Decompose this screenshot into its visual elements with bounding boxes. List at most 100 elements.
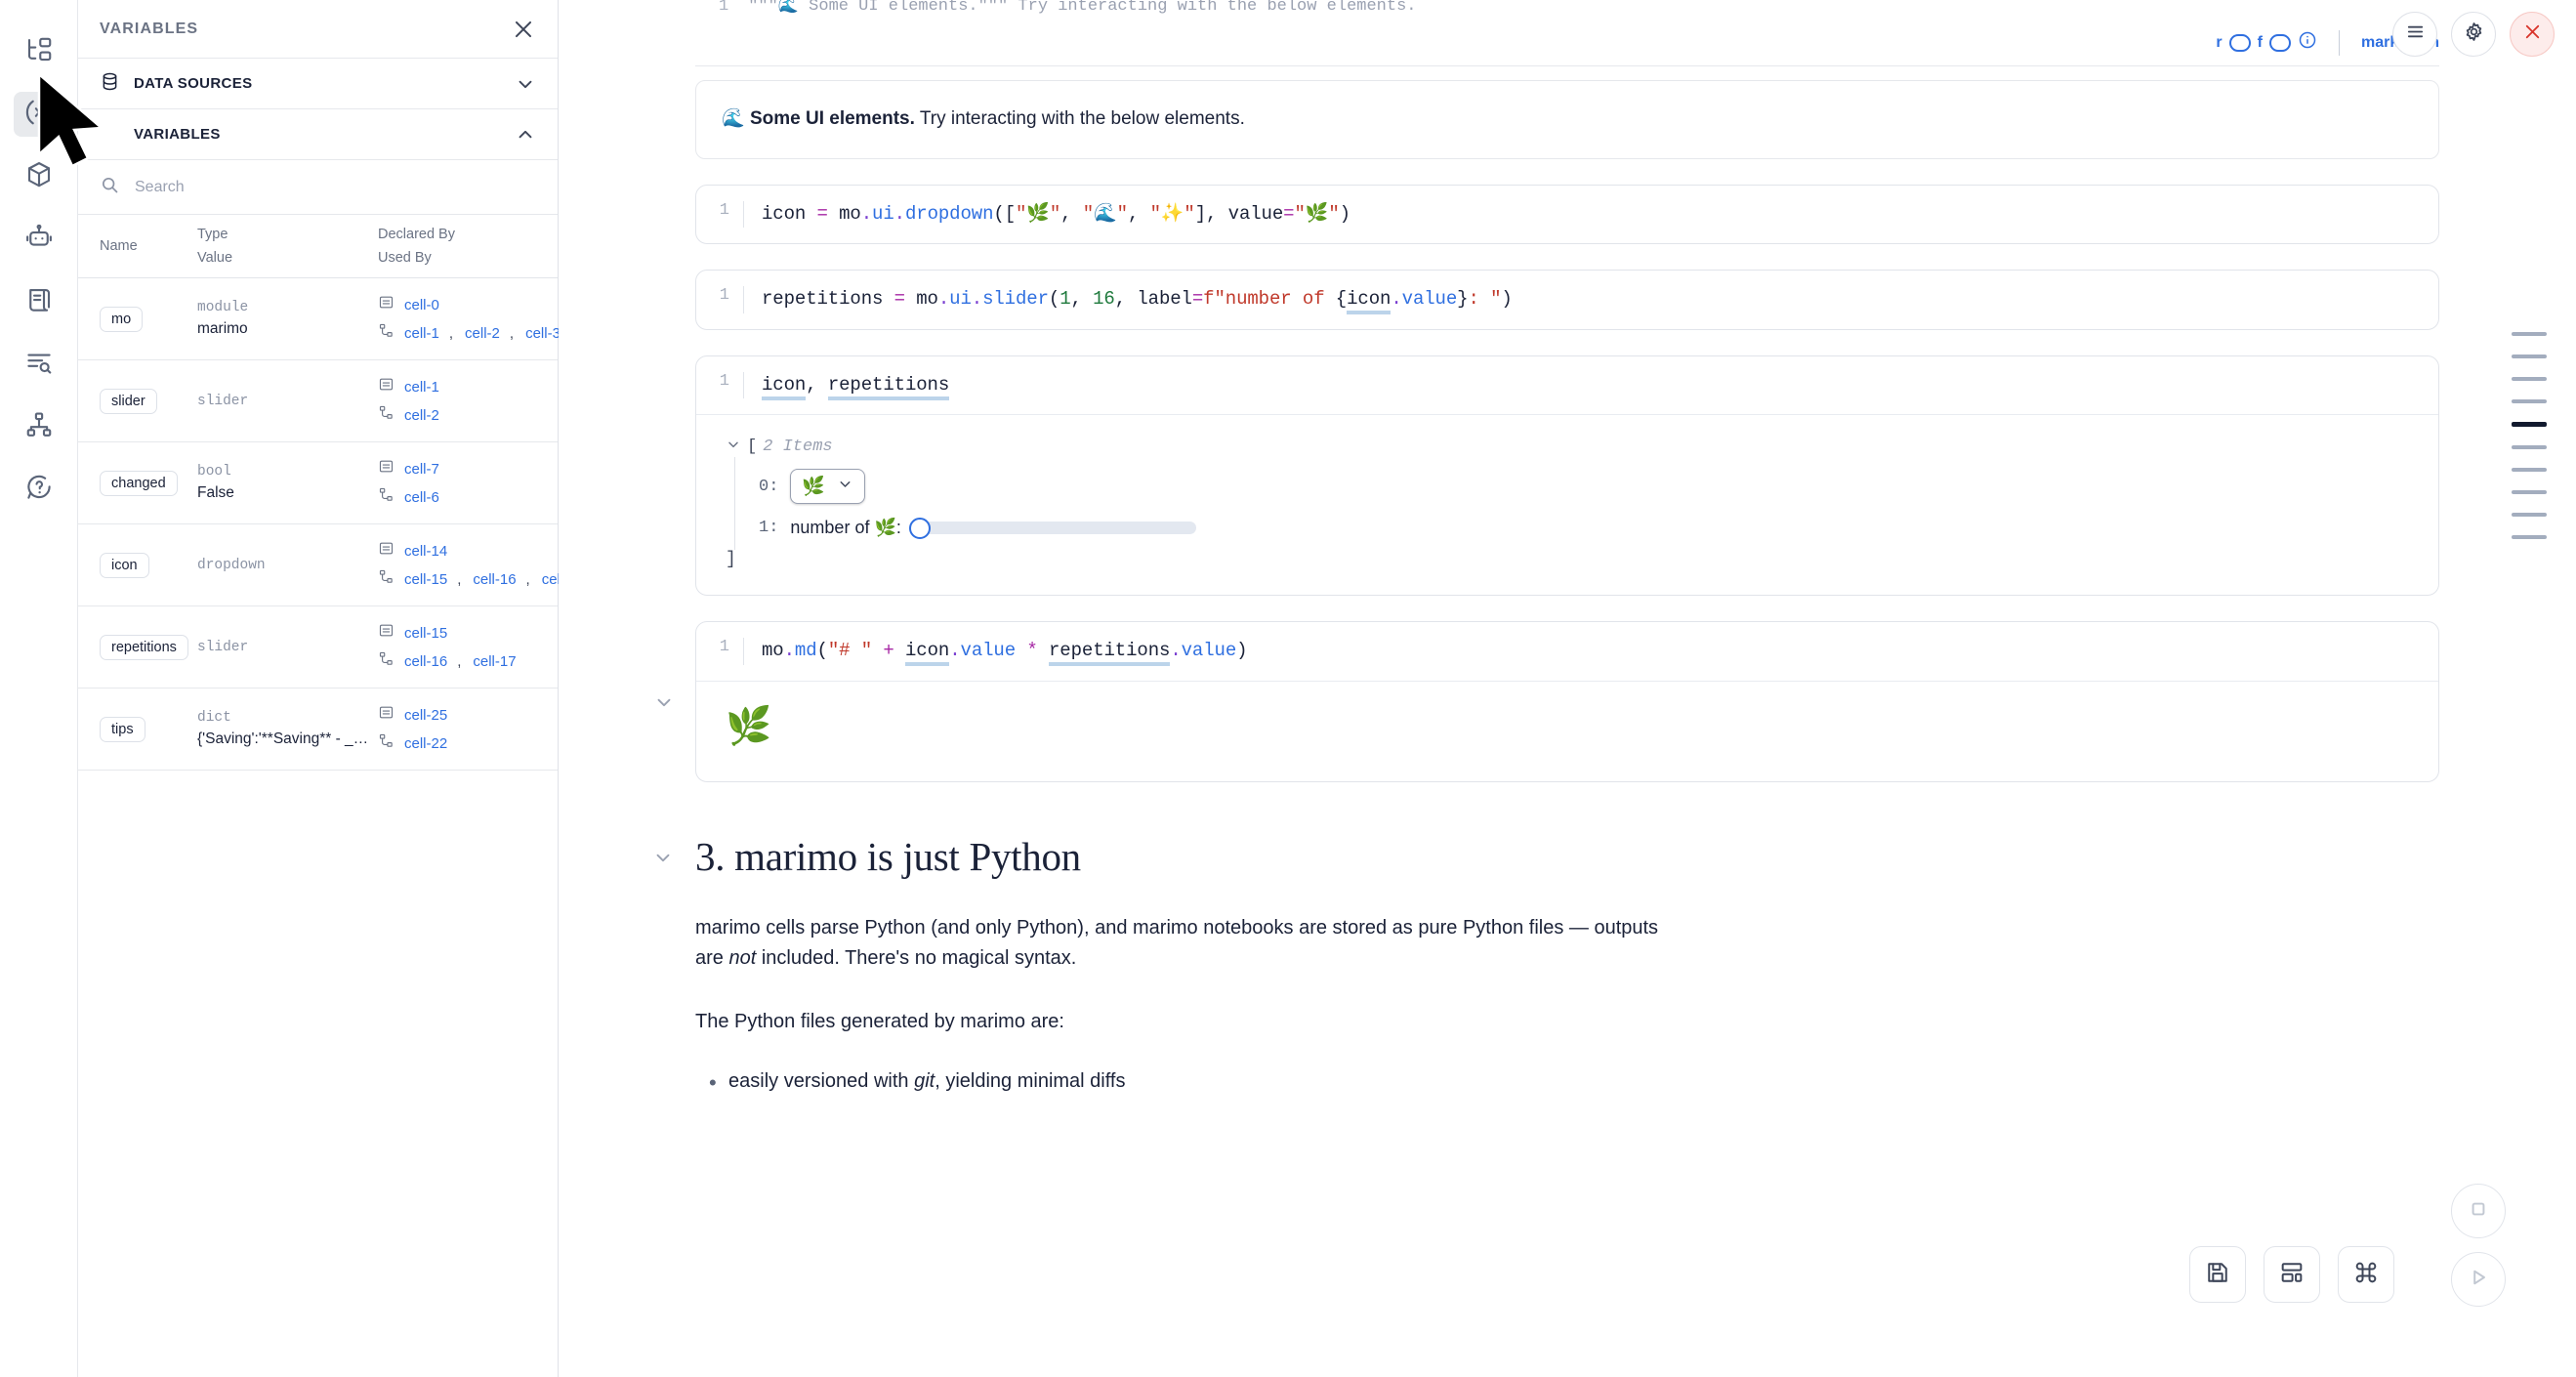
chevron-down-icon[interactable] — [726, 437, 741, 457]
section-variables[interactable]: VARIABLES — [78, 109, 558, 160]
rail-item-dependency-graph[interactable] — [14, 404, 64, 449]
cell-link[interactable]: cell-3 — [525, 324, 561, 342]
cell-link[interactable]: cell-15 — [404, 570, 448, 588]
code-text[interactable]: mo.md("# " + icon.value * repetitions.va… — [743, 638, 1248, 667]
cell-settings-button[interactable] — [2451, 12, 2496, 57]
dropdown-widget[interactable]: 🌿 — [790, 469, 866, 505]
column-header-used-by: Used By — [378, 250, 432, 266]
list-item-index: 1: — [759, 519, 779, 538]
layout-button[interactable] — [2264, 1246, 2320, 1303]
minimap-marker[interactable] — [2512, 377, 2547, 381]
section-heading: 3. marimo is just Python — [695, 833, 1081, 879]
rail-item-packages[interactable] — [14, 154, 64, 199]
save-button[interactable] — [2189, 1246, 2246, 1303]
hamburger-icon — [2404, 21, 2427, 48]
cell-link[interactable]: cell-1 — [404, 324, 439, 342]
chevron-down-icon[interactable] — [515, 73, 536, 95]
info-icon[interactable] — [2298, 30, 2317, 55]
variable-name-chip[interactable]: changed — [100, 470, 178, 496]
cell-control-buttons — [2392, 12, 2555, 57]
table-row[interactable]: icondropdowncell-14cell-15,cell-16,cell-… — [78, 524, 585, 606]
slider-track[interactable] — [912, 522, 1196, 535]
column-header-type: Type — [197, 227, 229, 242]
code-text[interactable]: repetitions = mo.ui.slider(1, 16, label=… — [743, 286, 1513, 315]
rail-item-chat[interactable] — [14, 217, 64, 262]
cell-link[interactable]: cell-0 — [404, 296, 439, 313]
variable-name-chip[interactable]: tips — [100, 716, 145, 742]
minimap-marker[interactable] — [2512, 445, 2547, 449]
code-cell-dropdown[interactable]: 1 icon = mo.ui.dropdown(["🌿", "🌊", "✨"],… — [695, 184, 2439, 245]
markdown-output: 🌊 Some UI elements. Try interacting with… — [695, 80, 2439, 159]
cell-link[interactable]: cell-2 — [404, 406, 439, 424]
run-button[interactable] — [2451, 1252, 2506, 1307]
cell-link-separator: , — [525, 570, 530, 588]
code-line: 1 icon, repetitions — [696, 356, 2438, 415]
stop-button[interactable] — [2451, 1184, 2506, 1238]
minimap-marker[interactable] — [2512, 332, 2547, 336]
list-output-header[interactable]: [ 2 Items — [726, 437, 2409, 457]
variable-name-cell: slider — [100, 388, 197, 414]
sitemap-icon — [24, 410, 54, 444]
cell-menu-button[interactable] — [2392, 12, 2437, 57]
code-cell-slider[interactable]: 1 repetitions = mo.ui.slider(1, 16, labe… — [695, 270, 2439, 330]
cell-minimap[interactable] — [2512, 332, 2547, 539]
variable-name-chip[interactable]: slider — [100, 388, 157, 414]
code-text[interactable]: icon = mo.ui.dropdown(["🌿", "🌊", "✨"], v… — [743, 200, 1350, 229]
minimap-marker[interactable] — [2512, 399, 2547, 403]
minimap-marker[interactable] — [2512, 422, 2547, 427]
cell-link[interactable]: cell-16 — [404, 652, 448, 670]
cell-link[interactable]: cell-1 — [404, 378, 439, 396]
slider-widget[interactable] — [908, 517, 1196, 539]
code-cell-widgets[interactable]: 1 icon, repetitions [ 2 Items — [695, 355, 2439, 597]
rail-item-outline[interactable] — [14, 342, 64, 387]
cell-link[interactable]: cell-14 — [404, 542, 448, 560]
rail-item-variables[interactable] — [13, 92, 64, 137]
cell-link[interactable]: cell-25 — [404, 706, 448, 724]
collapse-chevron-icon[interactable] — [652, 847, 674, 873]
cell-link[interactable]: cell-7 — [404, 460, 439, 478]
minimap-marker[interactable] — [2512, 513, 2547, 517]
variable-name-cell: tips — [100, 716, 197, 742]
variable-name-chip[interactable]: mo — [100, 306, 144, 332]
command-palette-button[interactable] — [2338, 1246, 2394, 1303]
cell-link[interactable]: cell-16 — [473, 570, 517, 588]
cell-icon — [378, 294, 395, 315]
cell-delete-button[interactable] — [2510, 12, 2555, 57]
minimap-marker[interactable] — [2512, 535, 2547, 539]
section-data-sources[interactable]: DATA SOURCES — [78, 59, 558, 109]
search-input[interactable] — [135, 178, 536, 196]
cell-link[interactable]: cell-2 — [465, 324, 500, 342]
panel-close-button[interactable] — [511, 17, 536, 42]
cell-link-separator: , — [457, 570, 462, 588]
variable-name-chip[interactable]: repetitions — [100, 634, 188, 660]
cell-link[interactable]: cell-6 — [404, 488, 439, 506]
notebook-area: 1 """🌊 Some UI elements.""" Try interact… — [559, 0, 2576, 1377]
rail-item-documentation[interactable] — [14, 279, 64, 324]
slider-thumb[interactable] — [908, 517, 931, 539]
variable-value: False — [197, 484, 234, 501]
code-cell-markdown-render[interactable]: 1 mo.md("# " + icon.value * repetitions.… — [657, 621, 2439, 782]
f-toggle[interactable] — [2268, 33, 2291, 52]
variable-name-chip[interactable]: icon — [100, 552, 149, 578]
cell-link[interactable]: cell-15 — [404, 624, 448, 642]
cell-link[interactable]: cell-22 — [404, 734, 448, 752]
slider-label: number of 🌿: — [790, 518, 901, 538]
chevron-up-icon[interactable] — [515, 124, 536, 146]
close-icon — [2521, 21, 2544, 48]
code-text[interactable]: icon, repetitions — [743, 371, 949, 400]
collapse-chevron-icon[interactable] — [653, 691, 675, 713]
cell-link[interactable]: cell-17 — [473, 652, 517, 670]
minimap-marker[interactable] — [2512, 468, 2547, 472]
rail-item-help[interactable] — [14, 467, 64, 512]
rail-item-file-explorer[interactable] — [14, 29, 64, 74]
r-toggle[interactable] — [2228, 33, 2251, 52]
variable-name-cell: icon — [100, 552, 197, 578]
minimap-marker[interactable] — [2512, 355, 2547, 358]
minimap-marker[interactable] — [2512, 490, 2547, 494]
floating-action-buttons — [2189, 1246, 2394, 1303]
